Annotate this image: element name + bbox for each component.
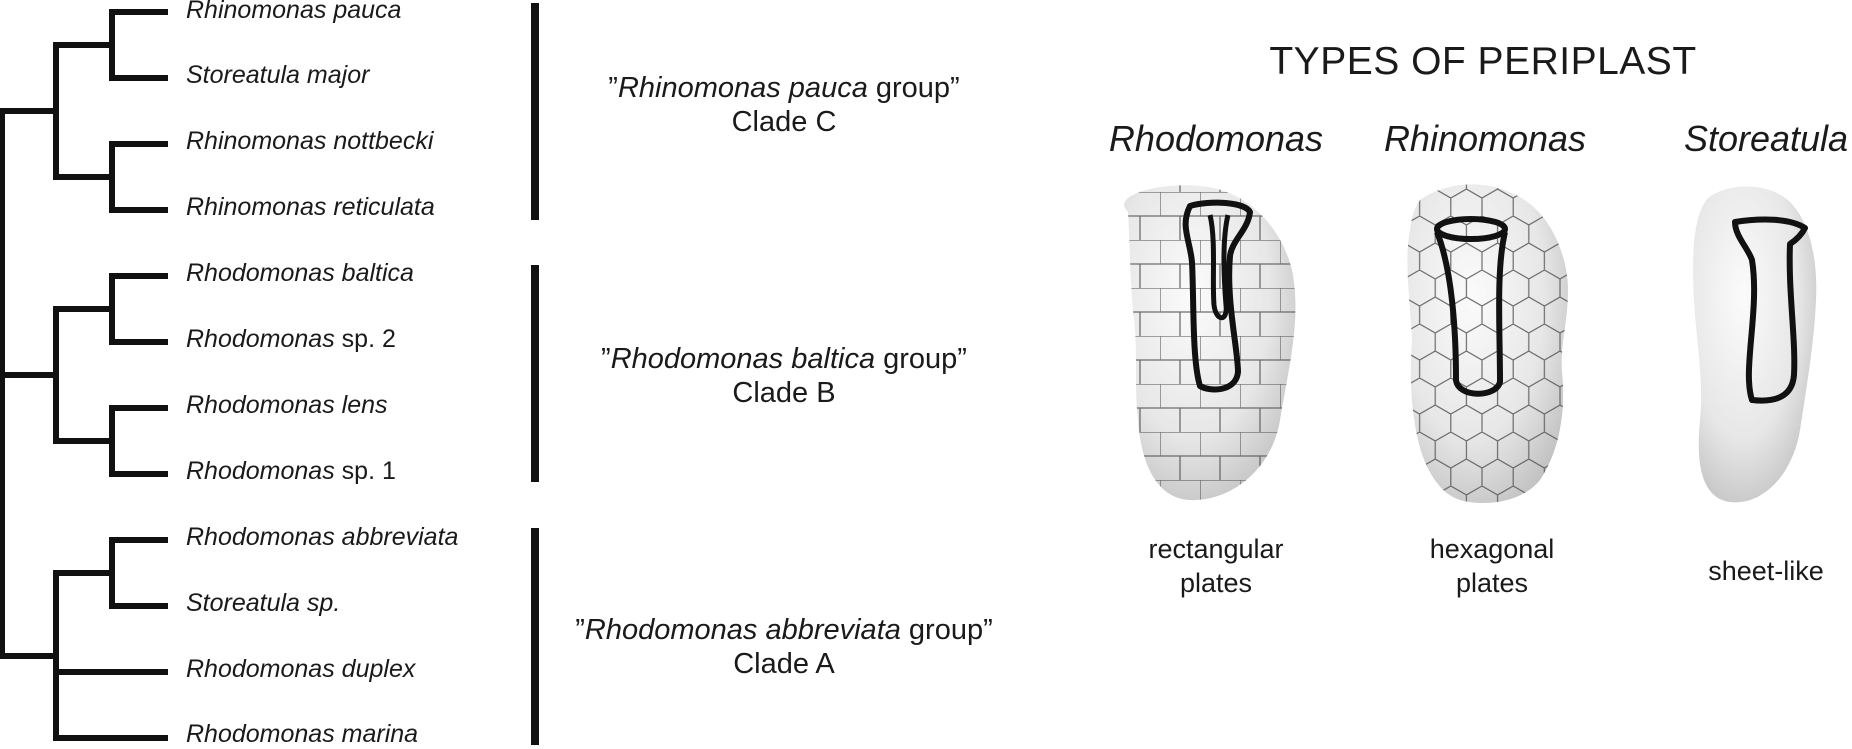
clade-name: Clade A xyxy=(733,648,835,680)
group-label-clade-b: ”Rhodomonas baltica group” Clade B xyxy=(534,342,1034,410)
taxon-label: Storeatula sp. xyxy=(186,589,341,617)
rhinomonas-cell xyxy=(1407,184,1568,504)
periplast-type-label: rectangular plates xyxy=(1148,534,1284,598)
taxon-label: Rhodomonas sp. 1 xyxy=(186,457,396,485)
periplast-type-label: sheet-like xyxy=(1708,556,1824,586)
taxon-label: Rhodomonas duplex xyxy=(186,655,416,683)
taxon-label: Rhodomonas sp. 2 xyxy=(186,325,396,353)
group-label-clade-c: ”Rhinomonas pauca group” Clade C xyxy=(534,71,1034,139)
periplast-genus-label: Rhodomonas xyxy=(1108,118,1324,159)
taxon-label: Storeatula major xyxy=(186,61,370,89)
clade-name: Clade B xyxy=(732,377,836,409)
periplast-genus-label: Storeatula xyxy=(1683,118,1849,159)
taxon-label: Rhinomonas reticulata xyxy=(186,193,435,221)
storeatula-cell xyxy=(1693,186,1817,503)
taxon-label: Rhodomonas marina xyxy=(186,720,419,748)
periplast-genus-label: Rhinomonas xyxy=(1383,118,1587,159)
clade-name: Clade C xyxy=(731,106,837,138)
periplast-type-label: hexagonal plates xyxy=(1429,534,1555,598)
taxon-label: Rhodomonas baltica xyxy=(186,259,414,287)
rhodomonas-cell xyxy=(1124,185,1296,501)
group-label-clade-a: ”Rhodomonas abbreviata group” Clade A xyxy=(534,613,1034,681)
taxon-label: Rhodomonas lens xyxy=(186,391,388,419)
taxon-label: Rhodomonas abbreviata xyxy=(186,523,459,551)
taxon-label: Rhinomonas nottbecki xyxy=(186,127,434,155)
periplast-title: TYPES OF PERIPLAST xyxy=(1269,40,1697,83)
taxon-label: Rhinomonas pauca xyxy=(186,0,402,24)
